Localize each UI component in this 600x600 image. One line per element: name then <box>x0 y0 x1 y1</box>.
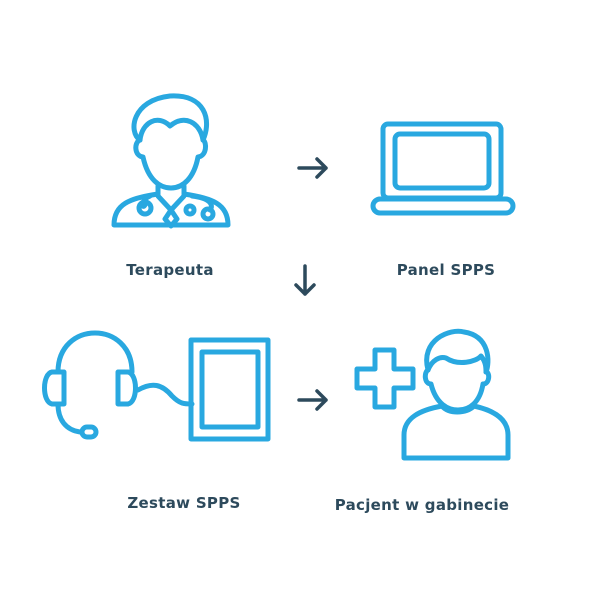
therapist-label: Terapeuta <box>126 261 214 279</box>
patient-icon <box>401 328 511 461</box>
patient-label: Pacjent w gabinecie <box>334 496 510 514</box>
tablet-icon <box>188 337 271 442</box>
arrow-down-icon <box>294 264 316 296</box>
kit-label: Zestaw SPPS <box>127 494 241 512</box>
medical-cross-icon <box>354 347 416 410</box>
arrow-right-icon <box>297 157 328 179</box>
headset-icon <box>42 330 195 440</box>
panel-label: Panel SPPS <box>396 261 496 279</box>
laptop-icon <box>370 121 516 216</box>
doctor-icon <box>111 93 231 229</box>
arrow-right-icon <box>297 389 328 411</box>
